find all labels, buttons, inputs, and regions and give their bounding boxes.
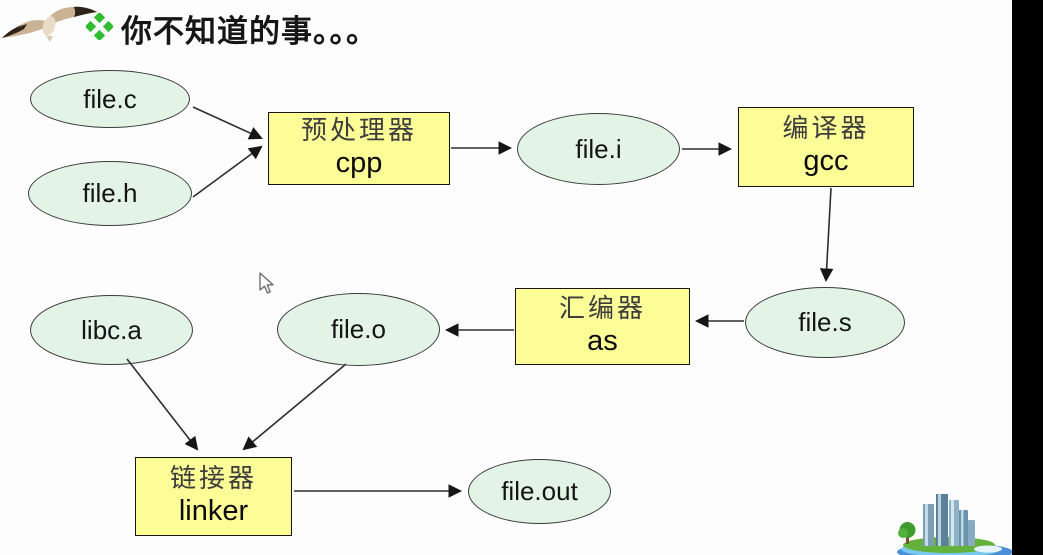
edge-filec-cpp [192,106,263,140]
processor-name-en: gcc [803,145,849,178]
processor-name-zh: 链接器 [169,463,257,494]
node-file-s: file.s [745,287,905,358]
mouse-cursor-icon [259,272,274,294]
processor-name-zh: 预处理器 [300,115,417,146]
diamond-bullet-icon [86,13,113,40]
processor-name-en: cpp [335,146,383,179]
processor-name-en: as [587,324,618,357]
edge-libca-linker [126,358,199,451]
node-label: file.i [575,133,622,164]
processor-name-zh: 编译器 [782,114,870,145]
node-assembler-as: 汇编器 as [515,288,690,365]
city-illustration [897,494,1013,555]
node-file-o: file.o [277,293,440,366]
node-file-out: file.out [468,459,611,524]
processor-name-en: linker [178,494,249,527]
node-label: file.c [83,83,137,114]
edge-fileo-linker [242,363,347,451]
edge-gcc-files [819,187,834,283]
node-label: file.out [501,476,578,506]
node-file-i: file.i [517,113,680,185]
node-linker: 链接器 linker [135,457,292,536]
letterbox-bar-right [1012,0,1043,555]
node-label: file.h [82,178,138,208]
node-libc-a: libc.a [30,295,193,365]
slide-title: 你不知道的事。。。 [121,14,378,50]
node-file-h: file.h [28,161,192,226]
node-compiler-gcc: 编译器 gcc [738,107,914,187]
node-label: libc.a [81,314,142,345]
processor-name-zh: 汇编器 [558,293,646,324]
node-file-c: file.c [30,70,190,128]
node-preprocessor-cpp: 预处理器 cpp [268,112,450,185]
node-label: file.s [798,307,852,337]
seagull-icon [2,6,97,42]
edge-fileh-cpp [192,145,263,198]
node-label: file.o [331,314,386,344]
